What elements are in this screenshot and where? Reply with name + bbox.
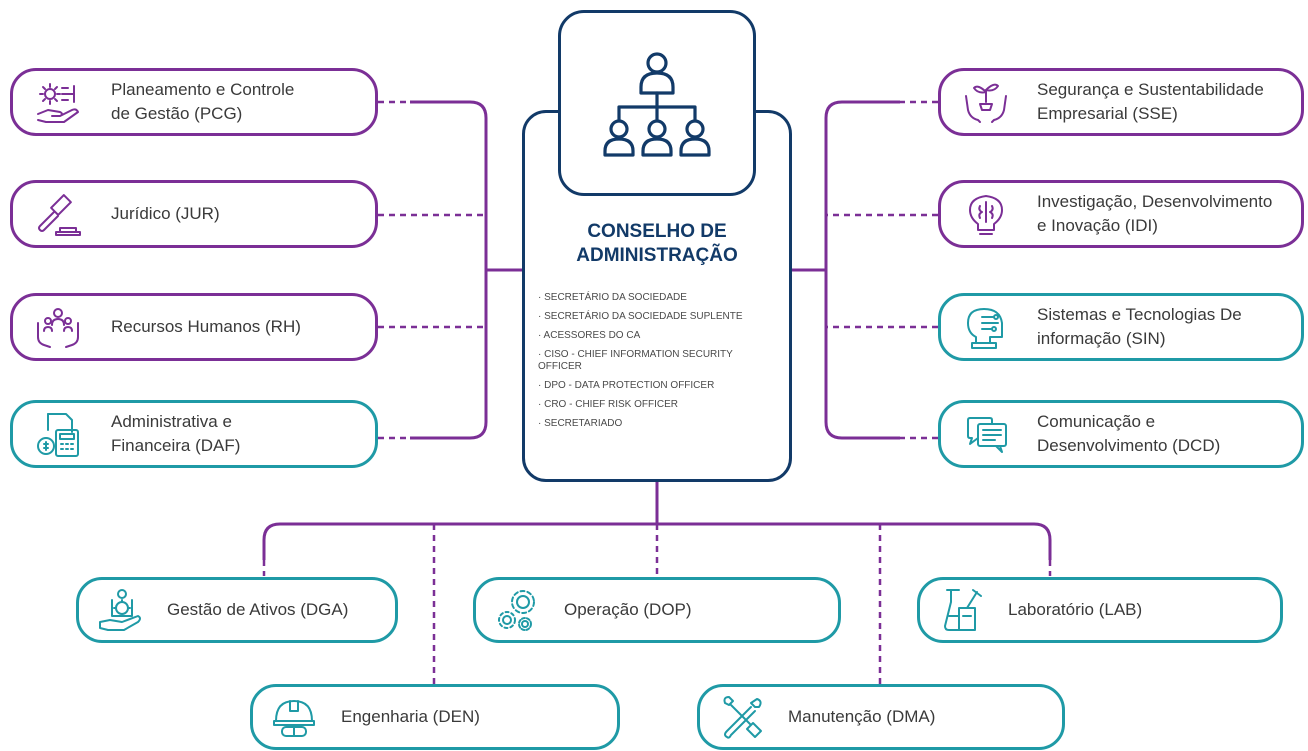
unit-sin[interactable]: Sistemas e Tecnologias De informação (SI… bbox=[938, 293, 1304, 361]
org-chart-icon-box bbox=[558, 10, 756, 196]
unit-label: Operação (DOP) bbox=[564, 600, 692, 619]
board-staff-item: · DPO - DATA PROTECTION OFFICER bbox=[538, 380, 715, 391]
unit-rh[interactable]: Recursos Humanos (RH) bbox=[10, 293, 378, 361]
circuit-head-icon bbox=[959, 300, 1013, 354]
unit-dga[interactable]: Gestão de Ativos (DGA) bbox=[76, 577, 398, 643]
unit-label: Engenharia (DEN) bbox=[341, 707, 480, 726]
board-staff-item: · SECRETÁRIO DA SOCIEDADE SUPLENTE bbox=[538, 311, 743, 322]
calculator-icon bbox=[31, 407, 85, 461]
gear-hand-icon bbox=[31, 75, 85, 129]
unit-lab[interactable]: Laboratório (LAB) bbox=[917, 577, 1283, 643]
lab-flask-icon bbox=[934, 583, 988, 637]
unit-label: Laboratório (LAB) bbox=[1008, 600, 1143, 619]
chat-bubbles-icon bbox=[959, 407, 1013, 461]
tools-icon bbox=[714, 690, 768, 744]
unit-label: Gestão de Ativos (DGA) bbox=[167, 600, 349, 619]
board-staff-item: · CRO - CHIEF RISK OFFICER bbox=[538, 399, 678, 410]
board-staff-item: · SECRETARIADO bbox=[538, 418, 623, 429]
unit-jur[interactable]: Jurídico (JUR) bbox=[10, 180, 378, 248]
unit-label: Planeamento e Controle de Gestão (PCG) bbox=[111, 80, 295, 123]
people-hands-icon bbox=[31, 300, 85, 354]
board-staff-item: · SECRETÁRIO DA SOCIEDADE bbox=[538, 292, 687, 303]
board-staff-item: · ACESSORES DO CA bbox=[538, 330, 641, 341]
board-staff-list: · SECRETÁRIO DA SOCIEDADE · SECRETÁRIO D… bbox=[538, 292, 778, 437]
org-chart-icon bbox=[603, 52, 711, 157]
unit-label: Administrativa e Financeira (DAF) bbox=[111, 412, 241, 455]
unit-label: Recursos Humanos (RH) bbox=[111, 317, 301, 336]
unit-pcg[interactable]: Planeamento e Controle de Gestão (PCG) bbox=[10, 68, 378, 136]
unit-dma[interactable]: Manutenção (DMA) bbox=[697, 684, 1065, 750]
unit-label: Sistemas e Tecnologias De informação (SI… bbox=[1037, 305, 1242, 348]
unit-dop[interactable]: Operação (DOP) bbox=[473, 577, 841, 643]
unit-idi[interactable]: Investigação, Desenvolvimento e Inovação… bbox=[938, 180, 1304, 248]
unit-label: Investigação, Desenvolvimento e Inovação… bbox=[1037, 192, 1273, 235]
unit-den[interactable]: Engenharia (DEN) bbox=[250, 684, 620, 750]
unit-sse[interactable]: Segurança e Sustentabilidade Empresarial… bbox=[938, 68, 1304, 136]
unit-label: Comunicação e Desenvolvimento (DCD) bbox=[1037, 412, 1221, 455]
board-title: CONSELHO DE ADMINISTRAÇÃO bbox=[576, 221, 738, 266]
helmet-icon bbox=[267, 690, 321, 744]
asset-hand-icon bbox=[93, 583, 147, 637]
unit-label: Manutenção (DMA) bbox=[788, 707, 936, 726]
plant-hands-icon bbox=[959, 75, 1013, 129]
unit-dcd[interactable]: Comunicação e Desenvolvimento (DCD) bbox=[938, 400, 1304, 468]
gears-icon bbox=[490, 583, 544, 637]
brain-bulb-icon bbox=[959, 187, 1013, 241]
gavel-icon bbox=[31, 187, 85, 241]
board-staff-item: · CISO - CHIEF INFORMATION SECURITY OFFI… bbox=[538, 349, 733, 372]
unit-label: Jurídico (JUR) bbox=[111, 204, 220, 223]
unit-label: Segurança e Sustentabilidade Empresarial… bbox=[1037, 80, 1264, 123]
unit-daf[interactable]: Administrativa e Financeira (DAF) bbox=[10, 400, 378, 468]
